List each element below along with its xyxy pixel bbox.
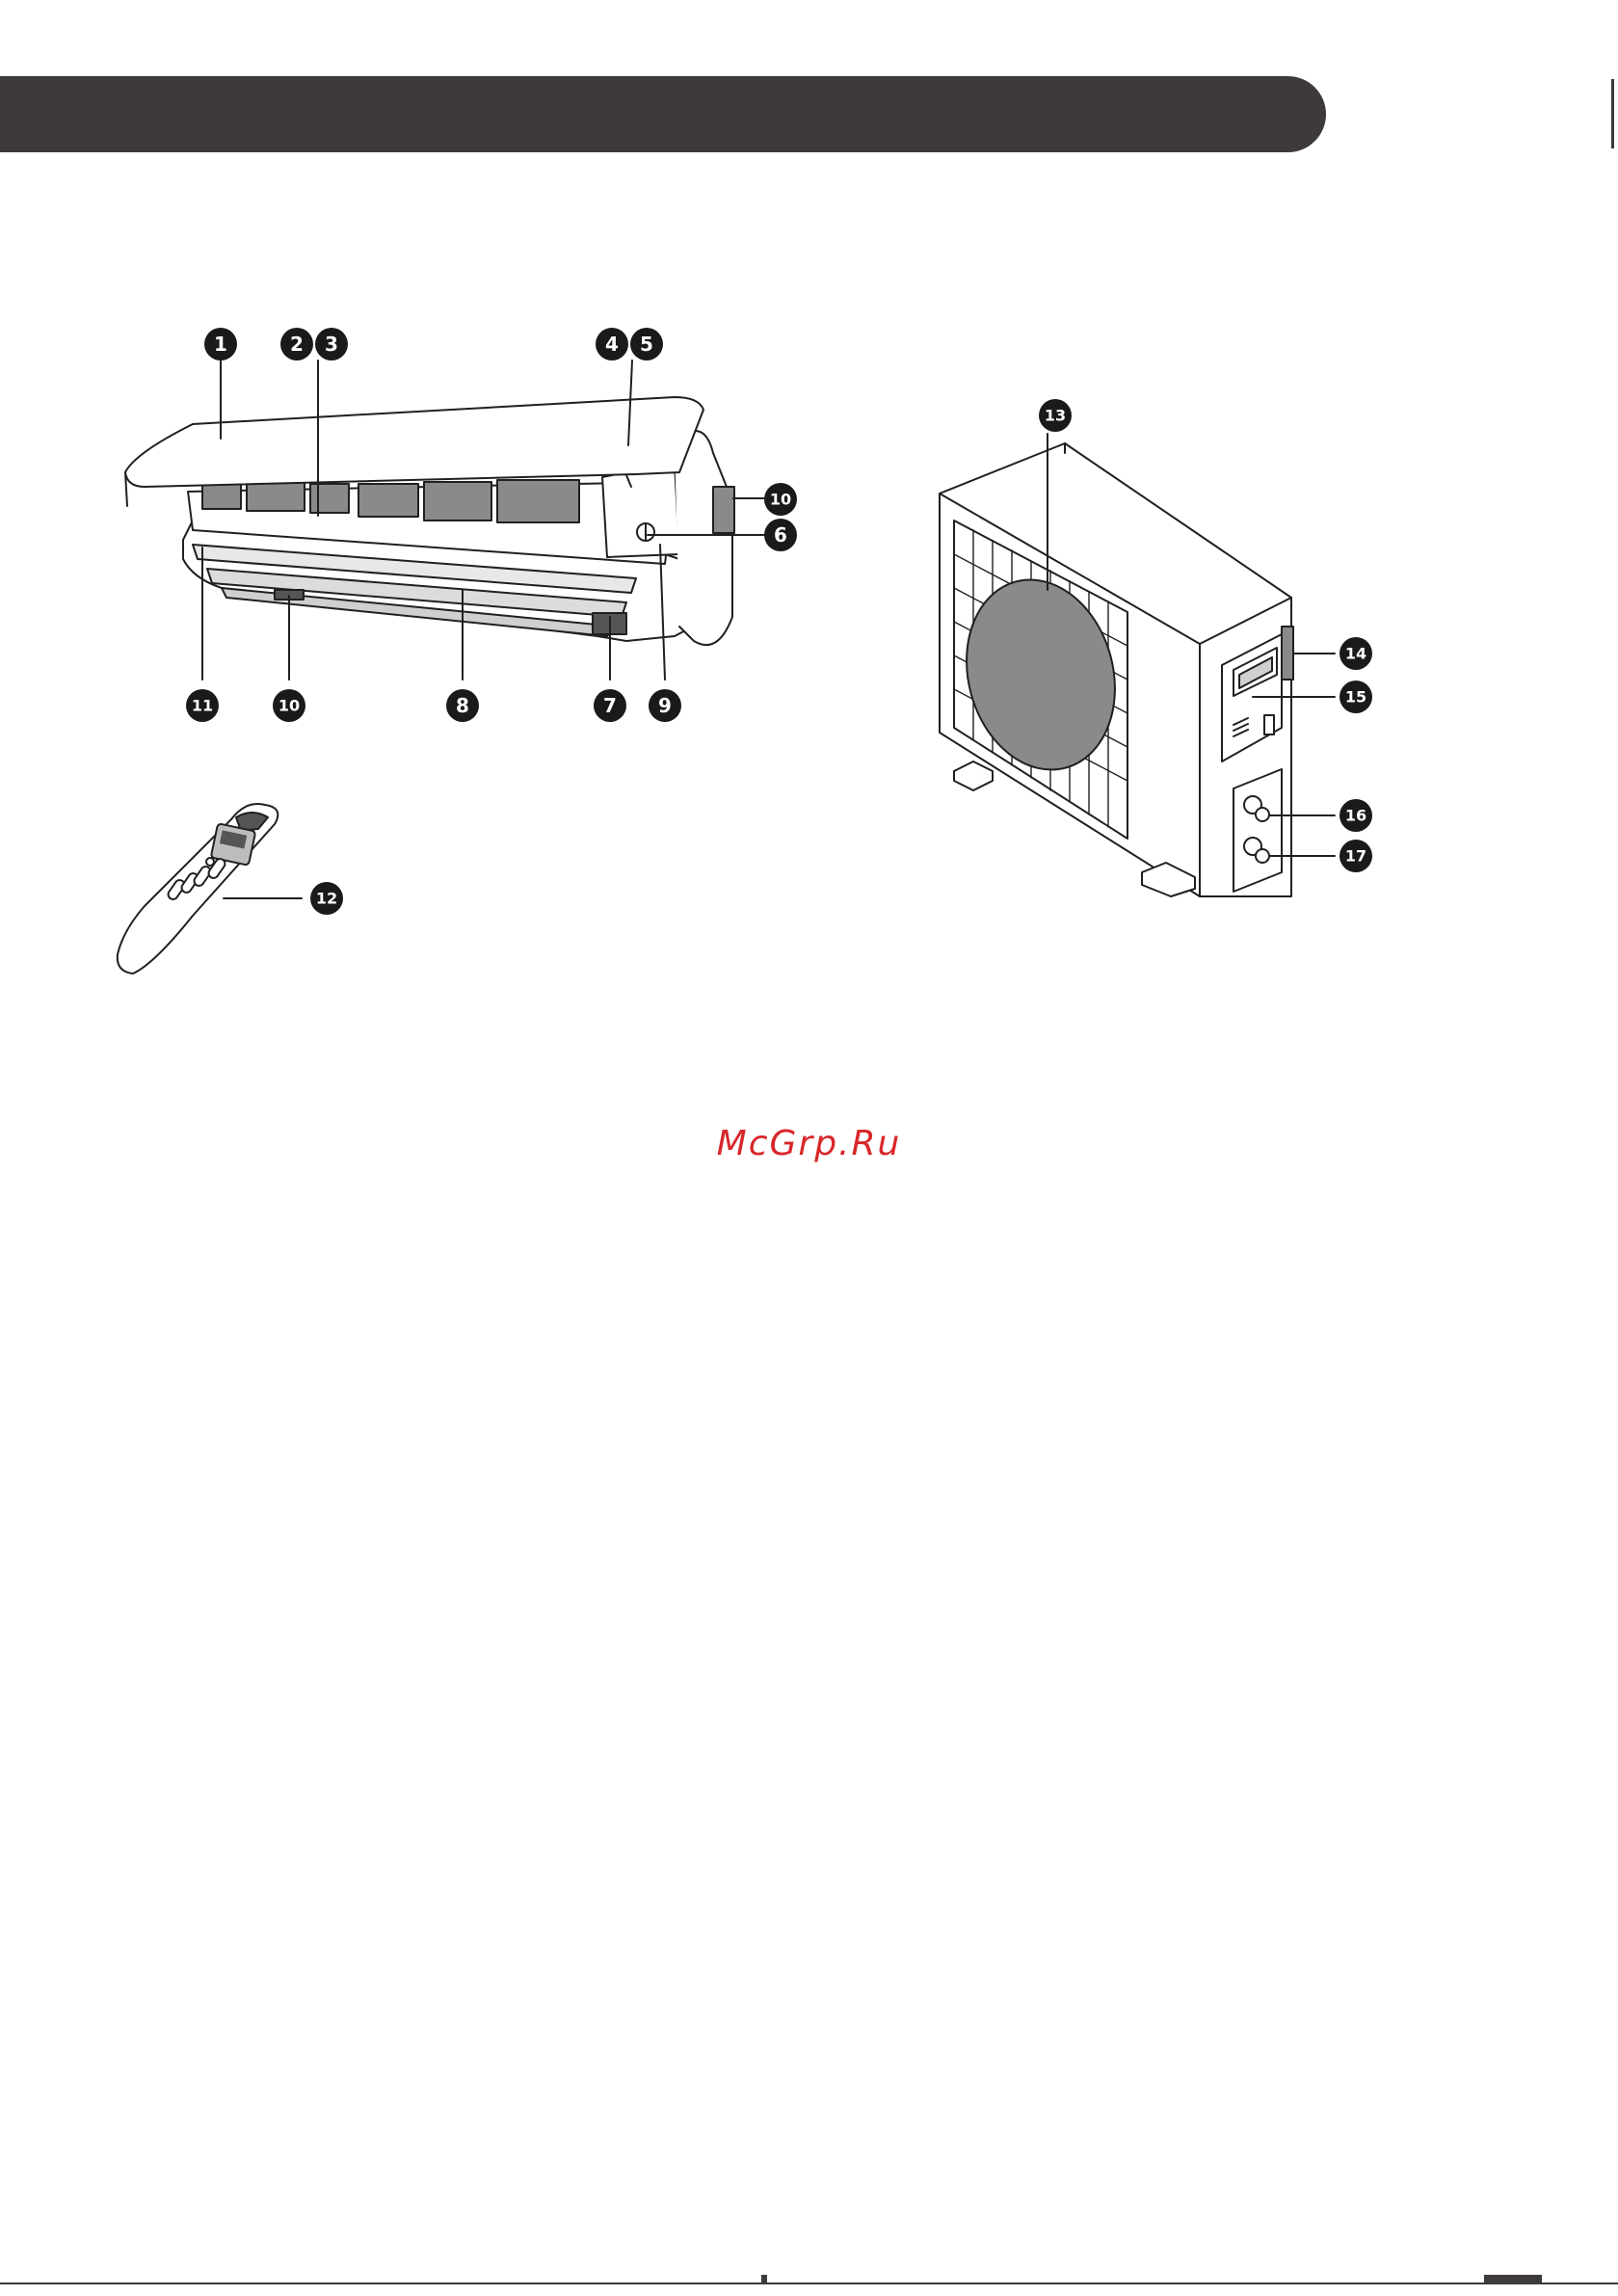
footer-crop-mark-right <box>1484 2275 1542 2283</box>
callout-3: 3 <box>315 328 348 360</box>
callout-17-label: 17 <box>1345 847 1366 866</box>
footer-crop-mark-left <box>761 2275 767 2283</box>
callout-16: 16 <box>1339 799 1372 832</box>
callout-9-label: 9 <box>658 694 672 717</box>
callout-1: 1 <box>204 328 237 360</box>
callout-17: 17 <box>1339 840 1372 872</box>
callout-8-label: 8 <box>456 694 469 717</box>
callout-14-label: 14 <box>1345 645 1366 663</box>
indoor-unit-illustration <box>125 360 771 680</box>
callout-9: 9 <box>649 689 681 722</box>
callout-12-label: 12 <box>316 890 337 908</box>
callout-5: 5 <box>630 328 663 360</box>
outdoor-unit-illustration <box>940 434 1335 896</box>
callout-16-label: 16 <box>1345 807 1366 825</box>
callout-2: 2 <box>280 328 313 360</box>
callout-3-label: 3 <box>325 333 338 356</box>
callout-13-label: 13 <box>1045 407 1066 425</box>
callout-10-top: 10 <box>764 483 797 516</box>
footer-rule <box>0 2283 1618 2284</box>
callout-14: 14 <box>1339 637 1372 670</box>
callout-11-label: 11 <box>192 697 213 715</box>
watermark-text: McGrp.Ru <box>0 1124 1618 1163</box>
callout-1-label: 1 <box>214 333 227 356</box>
callout-11: 11 <box>186 689 219 722</box>
callout-8: 8 <box>446 689 479 722</box>
callout-10-top-label: 10 <box>770 491 791 509</box>
callout-2-label: 2 <box>290 333 304 356</box>
callout-5-label: 5 <box>640 333 653 356</box>
callout-4-label: 4 <box>605 333 619 356</box>
callout-10-bottom-label: 10 <box>279 697 300 715</box>
callout-6-label: 6 <box>774 523 787 547</box>
callout-7-label: 7 <box>603 694 617 717</box>
callout-15: 15 <box>1339 681 1372 713</box>
remote-control-illustration <box>118 804 302 974</box>
callout-12: 12 <box>310 882 343 915</box>
callout-13: 13 <box>1039 399 1072 432</box>
callout-15-label: 15 <box>1345 688 1366 707</box>
callout-10-bottom: 10 <box>273 689 305 722</box>
callout-4: 4 <box>596 328 628 360</box>
callout-6: 6 <box>764 519 797 551</box>
callout-7: 7 <box>594 689 626 722</box>
